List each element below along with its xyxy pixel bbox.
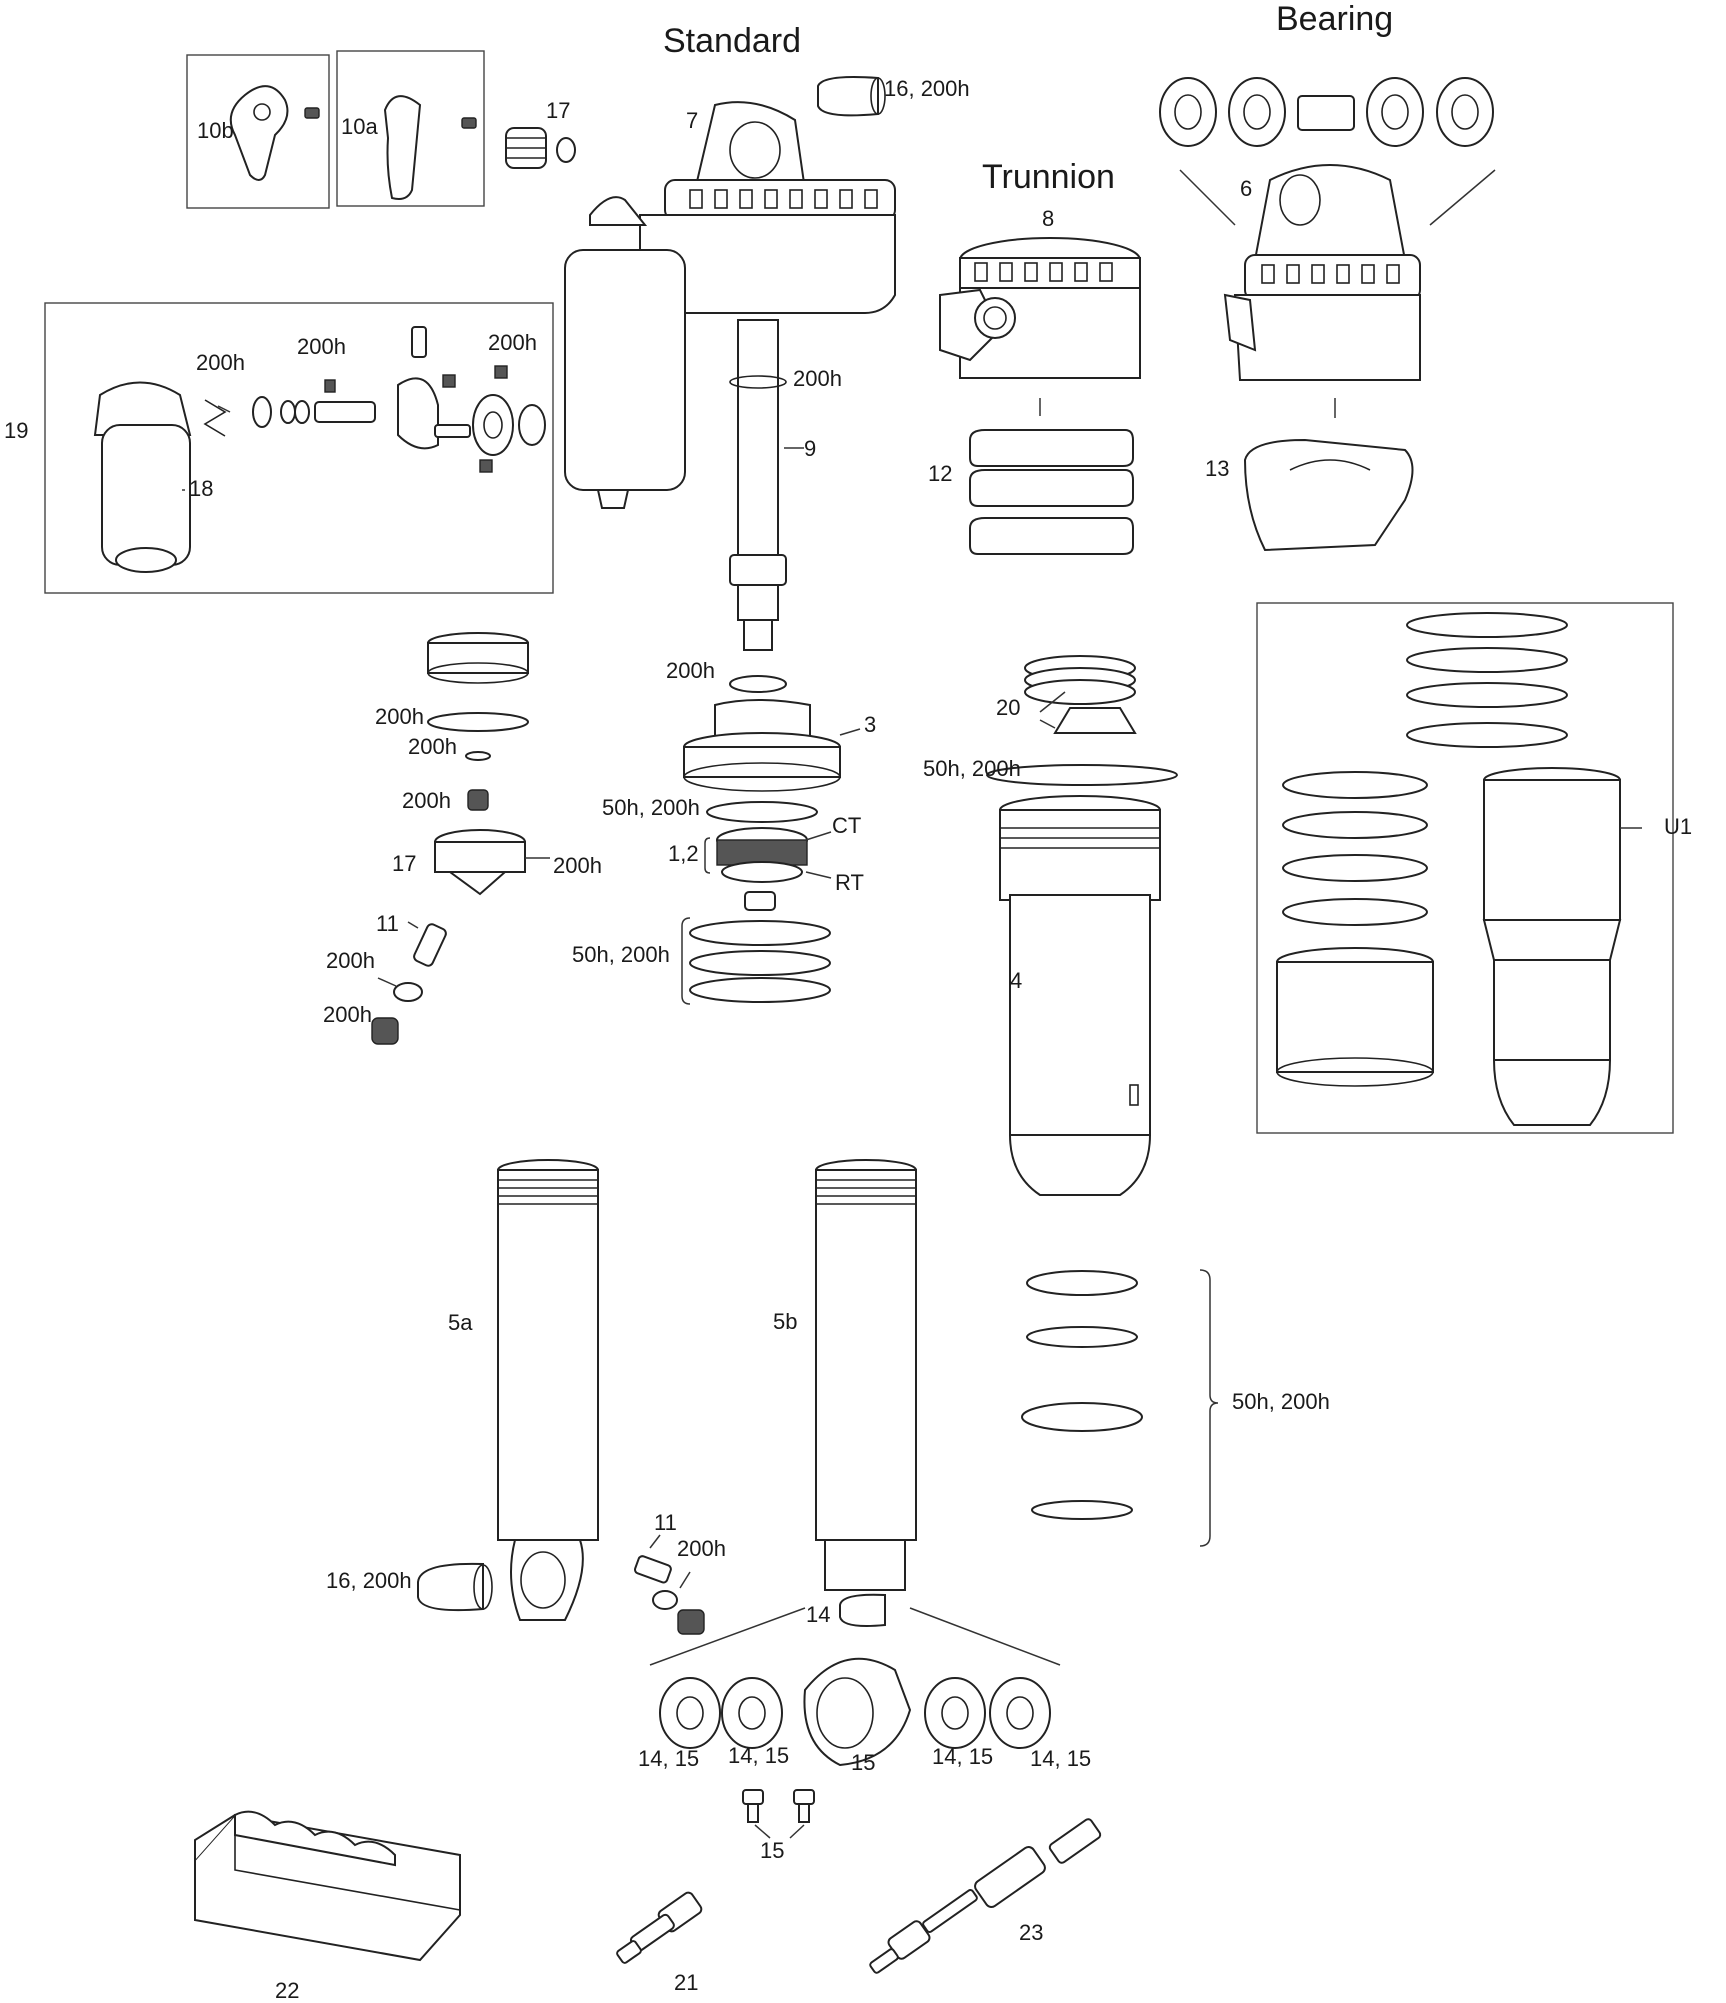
upgrade-kit-u1: [1256, 602, 1674, 1134]
label-200h-c: 200h: [488, 330, 537, 355]
label-13: 13: [1205, 456, 1230, 481]
air-can-4: [999, 795, 1161, 1196]
label-u1: U1: [1664, 814, 1693, 839]
section-title-trunnion: Trunnion: [982, 158, 1115, 196]
label-8: 8: [1042, 206, 1055, 231]
label-18: 18: [189, 476, 214, 501]
label-14: 14: [806, 1602, 831, 1627]
eyelet-bearing-row: [659, 1657, 1051, 1767]
label-12: 12: [928, 461, 953, 486]
label-200h-a: 200h: [196, 350, 245, 375]
label-14-15-b: 14, 15: [728, 1743, 790, 1768]
label-200h-e: 200h: [375, 704, 424, 729]
label-rt: RT: [835, 870, 864, 895]
label-200h-f: 200h: [408, 734, 457, 759]
label-16-low: 16, 200h: [326, 1568, 412, 1593]
label-6: 6: [1240, 176, 1253, 201]
damper-assembly-19: [44, 302, 554, 594]
label-200h-i: 200h: [326, 948, 375, 973]
clip-13: [1243, 438, 1414, 552]
label-15-a: 15: [851, 1750, 876, 1775]
label-19: 19: [4, 418, 29, 443]
label-50h-b: 50h, 200h: [572, 942, 670, 967]
label-50h-a: 50h, 200h: [602, 795, 700, 820]
label-50h-c: 50h, 200h: [923, 756, 1021, 781]
spring-20: [986, 655, 1178, 786]
label-17-top: 17: [546, 98, 571, 123]
label-200h-j: 200h: [323, 1002, 372, 1027]
bolts-15: [742, 1789, 815, 1839]
valve-11-low: [634, 1534, 705, 1635]
label-16-top: 16, 200h: [884, 76, 970, 101]
label-14-15-a: 14, 15: [638, 1746, 700, 1771]
tool-21: [616, 1891, 703, 1964]
label-21: 21: [674, 1970, 699, 1995]
label-200h-k: 200h: [677, 1536, 726, 1561]
label-14-15-c: 14, 15: [932, 1744, 994, 1769]
label-3: 3: [864, 712, 877, 737]
shaft-9: [729, 319, 804, 651]
label-200h-b: 200h: [297, 334, 346, 359]
trunnion-head-8: [939, 237, 1141, 379]
label-5b: 5b: [773, 1309, 798, 1334]
label-1-2: 1,2: [668, 841, 699, 866]
knob-17-top: [505, 127, 576, 169]
label-5a: 5a: [448, 1310, 473, 1335]
shock-head-standard: [564, 101, 896, 509]
label-23: 23: [1019, 1920, 1044, 1945]
bushing-16-low: [417, 1562, 493, 1612]
tool-23: [869, 1818, 1102, 1974]
label-10b: 10b: [197, 118, 234, 143]
label-14-15-d: 14, 15: [1030, 1746, 1092, 1771]
bearing-head-6: [1159, 77, 1496, 418]
label-15-b: 15: [760, 1838, 785, 1863]
section-title-standard: Standard: [663, 22, 801, 60]
body-5a: [497, 1159, 599, 1621]
lever-10a-box: [336, 50, 485, 207]
ring-stack-upper-left: [371, 632, 550, 1045]
label-200h-g: 200h: [402, 788, 451, 813]
clips-12: [969, 398, 1134, 555]
bushing-16-top: [817, 76, 886, 117]
label-ct: CT: [832, 813, 862, 838]
label-22: 22: [275, 1978, 300, 2003]
seal-stack-lower: [1021, 1269, 1219, 1547]
label-11-low: 11: [654, 1510, 677, 1535]
label-50h-d: 50h, 200h: [1232, 1389, 1330, 1414]
label-11-mid: 11: [376, 911, 399, 936]
label-9: 9: [804, 436, 817, 461]
lever-10b-box: [186, 54, 330, 209]
label-4: 4: [1010, 968, 1023, 993]
body-5b: [649, 1159, 1061, 1666]
label-200h-rod: 200h: [793, 366, 842, 391]
section-title-bearing: Bearing: [1276, 0, 1394, 38]
label-17-mid: 17: [392, 851, 417, 876]
label-200h-h: 200h: [553, 853, 602, 878]
tool-block-22: [194, 1810, 461, 1962]
piston-assembly-3: [681, 675, 861, 1005]
label-20: 20: [996, 695, 1021, 720]
label-10a: 10a: [341, 114, 378, 139]
label-7: 7: [686, 108, 699, 133]
label-200h-d: 200h: [666, 658, 715, 683]
